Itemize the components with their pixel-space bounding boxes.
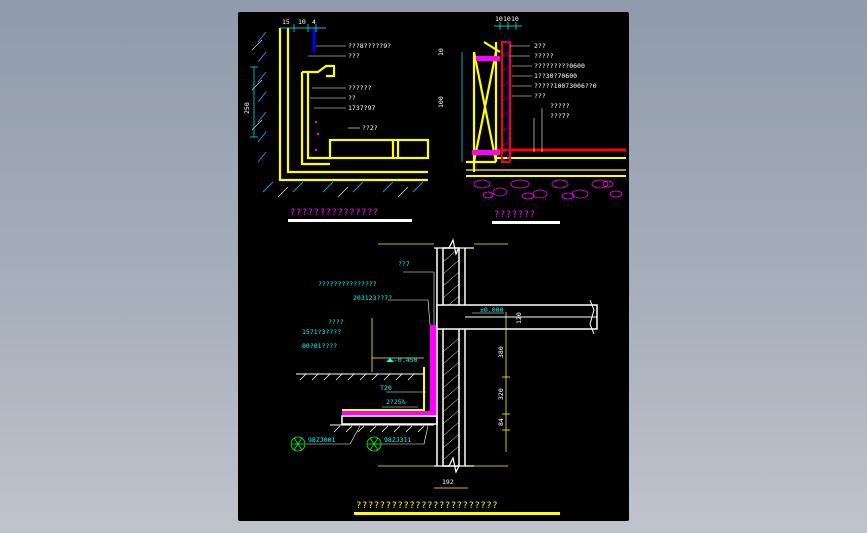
cad-drawing: 15 10 4 250 ???8?????9? ??? ?????? ?? 17… bbox=[243, 15, 626, 515]
label-c-2: 203123??7? bbox=[353, 294, 392, 302]
dim-a-3: 4 bbox=[312, 18, 316, 26]
label-c-4: 1571?3???? bbox=[302, 328, 341, 336]
dim-b-3: 10 bbox=[511, 15, 519, 23]
level-c-right: ±0.000 bbox=[480, 306, 504, 314]
label-a-6: ??2? bbox=[362, 124, 378, 132]
drawing-sheet: 15 10 4 250 ???8?????9? ??? ?????? ?? 17… bbox=[238, 12, 629, 521]
dim-b-side-2: 100 bbox=[437, 96, 445, 108]
dim-b-2: 10 bbox=[503, 15, 511, 23]
detail-b-underline bbox=[492, 221, 560, 224]
label-b-8: ???7? bbox=[550, 112, 570, 120]
ref-c-1: 98ZJ001 bbox=[308, 436, 335, 444]
label-a-4: ?? bbox=[348, 94, 356, 102]
dim-a-2: 10 bbox=[298, 18, 306, 26]
label-a-1: ???8?????9? bbox=[348, 42, 391, 50]
dim-c-r1: 380 bbox=[497, 346, 505, 358]
dim-c-slab: 120 bbox=[515, 312, 523, 324]
dim-c-t: T20 bbox=[380, 384, 392, 392]
label-b-1: 2?? bbox=[534, 42, 546, 50]
ref-c-2: 98ZJ311 bbox=[384, 436, 411, 444]
detail-b: 10 10 10 10 100 2?? ????? ?????????0600 … bbox=[437, 15, 626, 224]
label-b-7: ????? bbox=[550, 102, 570, 110]
slope-c: 2?25% bbox=[386, 398, 406, 406]
label-b-2: ????? bbox=[534, 52, 554, 60]
dim-c-bottom: 192 bbox=[442, 478, 454, 486]
dim-b-side-1: 10 bbox=[437, 48, 445, 56]
label-b-3: ?????????0600 bbox=[534, 62, 585, 70]
label-c-1: ??????????????? bbox=[318, 280, 377, 288]
label-c-top: ??7 bbox=[398, 260, 410, 268]
detail-c-underline bbox=[354, 512, 560, 515]
dim-c-r3: 84 bbox=[497, 418, 505, 426]
dim-a-side: 250 bbox=[243, 102, 251, 114]
detail-a-underline bbox=[288, 219, 412, 222]
detail-a-title: ??????????????? bbox=[290, 208, 379, 218]
dim-b-1: 10 bbox=[495, 15, 503, 23]
label-b-4: 1??30?70600 bbox=[534, 72, 577, 80]
detail-b-title: ??????? bbox=[494, 210, 535, 220]
label-b-6: ??? bbox=[534, 92, 546, 100]
level-c: -0.450 bbox=[394, 356, 418, 364]
label-c-3: ???? bbox=[328, 318, 344, 326]
detail-a: 15 10 4 250 ???8?????9? ??? ?????? ?? 17… bbox=[243, 18, 430, 222]
label-c-5: 80?01???? bbox=[302, 342, 337, 350]
detail-c: ??????????????? 203123??7? ???? 1571?3??… bbox=[290, 238, 598, 515]
label-b-5: ?????10073006??0 bbox=[534, 82, 597, 90]
label-a-3: ?????? bbox=[348, 84, 372, 92]
detail-c-title: ???????????????????????? bbox=[356, 501, 498, 511]
dim-a-1: 15 bbox=[282, 18, 290, 26]
label-a-5: 1737?97 bbox=[348, 104, 375, 112]
label-a-2: ??? bbox=[348, 52, 360, 60]
dim-c-r2: 320 bbox=[497, 388, 505, 400]
